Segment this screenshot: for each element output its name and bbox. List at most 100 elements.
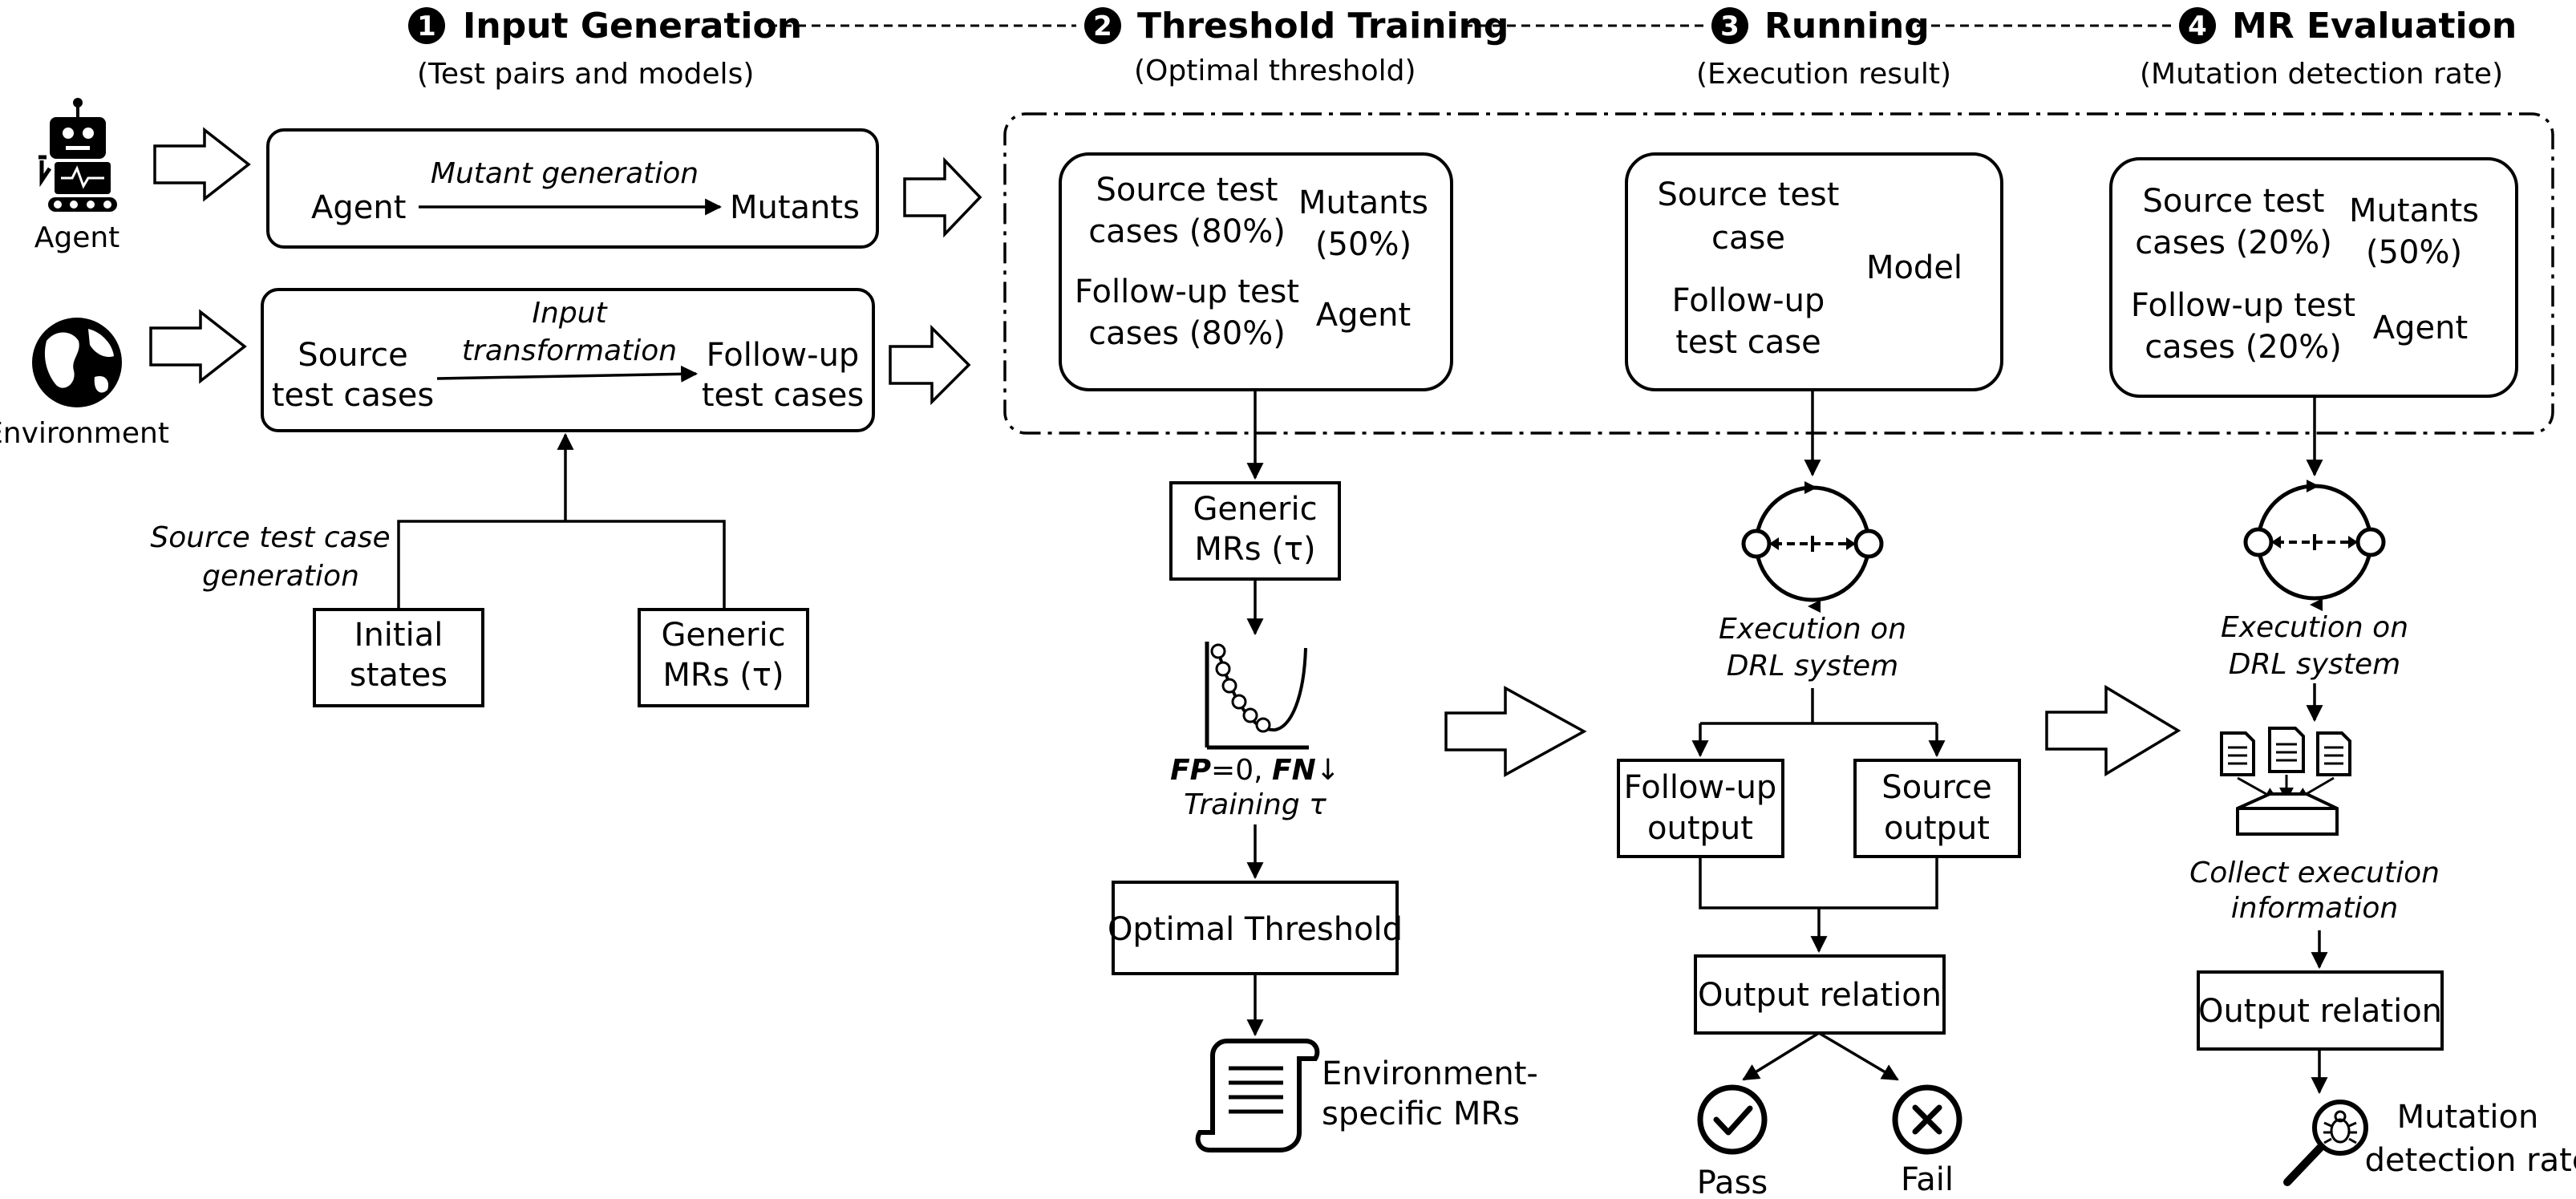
execution-label-line2: DRL system: [1727, 650, 1898, 683]
mutants-label: Mutants: [730, 189, 860, 226]
collect-label-line2: information: [2231, 892, 2398, 925]
generic-mrs-line2: MRs (τ): [1194, 531, 1315, 568]
source-output-box: Source output: [1853, 759, 2021, 858]
agent-label: Agent: [311, 189, 406, 226]
training-region: [1003, 112, 2554, 435]
followup-cases-line2: cases (80%): [1088, 315, 1286, 352]
pass-icon: [1697, 1084, 1768, 1155]
flow-arrow: [153, 127, 251, 202]
mutants-line1: Mutants: [2349, 192, 2479, 229]
mutants-line2: (50%): [1315, 226, 1412, 263]
agent-caption: Agent: [34, 221, 120, 254]
mutants-line2: (50%): [2366, 234, 2462, 271]
execution-label-line1: Execution on: [1719, 613, 1906, 646]
agent-line: Agent: [1316, 297, 1411, 334]
followup-output-line2: output: [1647, 810, 1753, 847]
stage-subtitle: (Execution result): [1696, 58, 1951, 91]
stage-number-badge: [408, 7, 445, 44]
source-output-line2: output: [1884, 810, 1990, 847]
environment-caption: Environment: [0, 417, 169, 450]
output-relation-label: Output relation: [2198, 993, 2442, 1030]
followup-output-box: Follow-up output: [1617, 759, 1784, 858]
fail-icon: [1892, 1084, 1962, 1155]
generic-mrs-box-input: Generic MRs (τ): [638, 608, 809, 707]
robot-icon: [38, 98, 117, 212]
flow-arrow: [1444, 686, 1587, 777]
collect-label-line1: Collect execution: [2189, 857, 2440, 889]
detection-rate-line1: Mutation: [2397, 1099, 2539, 1136]
source-generation-label-line2: generation: [202, 560, 359, 593]
source-case-line2: case: [1711, 220, 1785, 257]
execution-label-line1: Execution on: [2221, 611, 2408, 644]
stage-subtitle: (Test pairs and models): [417, 58, 754, 91]
flow-arrow: [889, 324, 971, 406]
stage-title: Running: [1764, 6, 1930, 47]
globe-icon: [32, 318, 122, 407]
fail-label: Fail: [1901, 1161, 1954, 1198]
training-curve-icon: [1205, 642, 1309, 750]
generic-mrs-line1: Generic: [661, 617, 785, 654]
detection-rate-line2: detection rate: [2365, 1142, 2576, 1179]
input-transformation-arrow: [436, 365, 699, 383]
tree-connector: [397, 520, 726, 610]
fp-fn-label: FP=0, FN↓: [1170, 754, 1340, 787]
stage-number: 3: [1720, 10, 1740, 43]
generic-mrs-line2: MRs (τ): [662, 657, 784, 694]
flow-line: [1699, 857, 1938, 909]
agent-line: Agent: [2373, 310, 2468, 346]
bug-magnifier-icon: [2283, 1100, 2368, 1186]
stage-number: 1: [417, 10, 436, 43]
execution-cycle-icon: [2243, 480, 2386, 611]
stage-number-badge: [2179, 7, 2216, 44]
flow-line: [1818, 1031, 1899, 1081]
stage-number: 4: [2188, 10, 2207, 43]
mutants-line1: Mutants: [1298, 184, 1428, 221]
mutant-generation-box: Agent Mutant generation Mutants: [266, 128, 879, 249]
flow-arrow: [149, 309, 247, 384]
followup-case-line2: test case: [1675, 324, 1821, 361]
followup-output-line1: Follow-up: [1624, 769, 1777, 806]
stage-header-2: 2 Threshold Training (Optimal threshold): [1084, 6, 1509, 87]
initial-states-line1: Initial: [354, 617, 444, 654]
source-generation-label-line1: Source test case: [150, 521, 390, 554]
scroll-icon: [1195, 1039, 1320, 1152]
output-relation-box-running: Output relation: [1694, 954, 1946, 1035]
flow-arrow: [903, 156, 982, 238]
followup-cases-line1: Follow-up test: [2131, 287, 2355, 324]
generic-mrs-box-training: Generic MRs (τ): [1169, 481, 1341, 581]
followup-test-cases-line1: Follow-up: [707, 337, 860, 374]
source-test-cases-line2: test cases: [272, 377, 434, 414]
followup-cases-line1: Follow-up test: [1075, 273, 1299, 310]
training-pairs-box: Source test cases (80%) Follow-up test c…: [1059, 152, 1453, 391]
mutant-generation-label: Mutant generation: [431, 157, 699, 190]
execution-cycle-icon: [1741, 481, 1884, 613]
source-output-line1: Source: [1881, 769, 1991, 806]
evaluation-pairs-box: Source test cases (20%) Follow-up test c…: [2109, 157, 2518, 398]
followup-test-cases-line2: test cases: [702, 377, 864, 414]
source-test-cases-line1: Source: [298, 337, 407, 374]
stage-header-3: 3 Running (Execution result): [1696, 6, 1951, 91]
env-mrs-line2: specific MRs: [1322, 1096, 1520, 1132]
pass-label: Pass: [1697, 1165, 1768, 1199]
running-box: Source test case Follow-up test case Mod…: [1625, 152, 2003, 391]
flow-arrow: [2045, 684, 2181, 777]
source-cases-line2: cases (20%): [2135, 225, 2332, 261]
collect-documents-icon: [2220, 727, 2351, 836]
stage-number-badge: [1084, 7, 1121, 44]
output-relation-box-evaluation: Output relation: [2197, 970, 2444, 1051]
initial-states-line2: states: [350, 657, 448, 694]
initial-states-box: Initial states: [313, 608, 484, 707]
followup-case-line1: Follow-up: [1672, 282, 1825, 319]
stage-subtitle: (Optimal threshold): [1134, 55, 1416, 87]
input-transformation-label-line1: Input: [532, 297, 608, 330]
optimal-threshold-label: Optimal Threshold: [1108, 911, 1403, 948]
stage-title: Input Generation: [463, 6, 802, 47]
training-tau-label: Training τ: [1184, 788, 1326, 821]
output-relation-label: Output relation: [1698, 977, 1942, 1014]
source-cases-line1: Source test: [2143, 183, 2325, 220]
followup-cases-line2: cases (20%): [2145, 329, 2342, 366]
source-cases-line1: Source test: [1096, 172, 1278, 209]
stage-subtitle: (Mutation detection rate): [2140, 58, 2503, 91]
stage-header-1: 1 Input Generation (Test pairs and model…: [408, 6, 802, 91]
